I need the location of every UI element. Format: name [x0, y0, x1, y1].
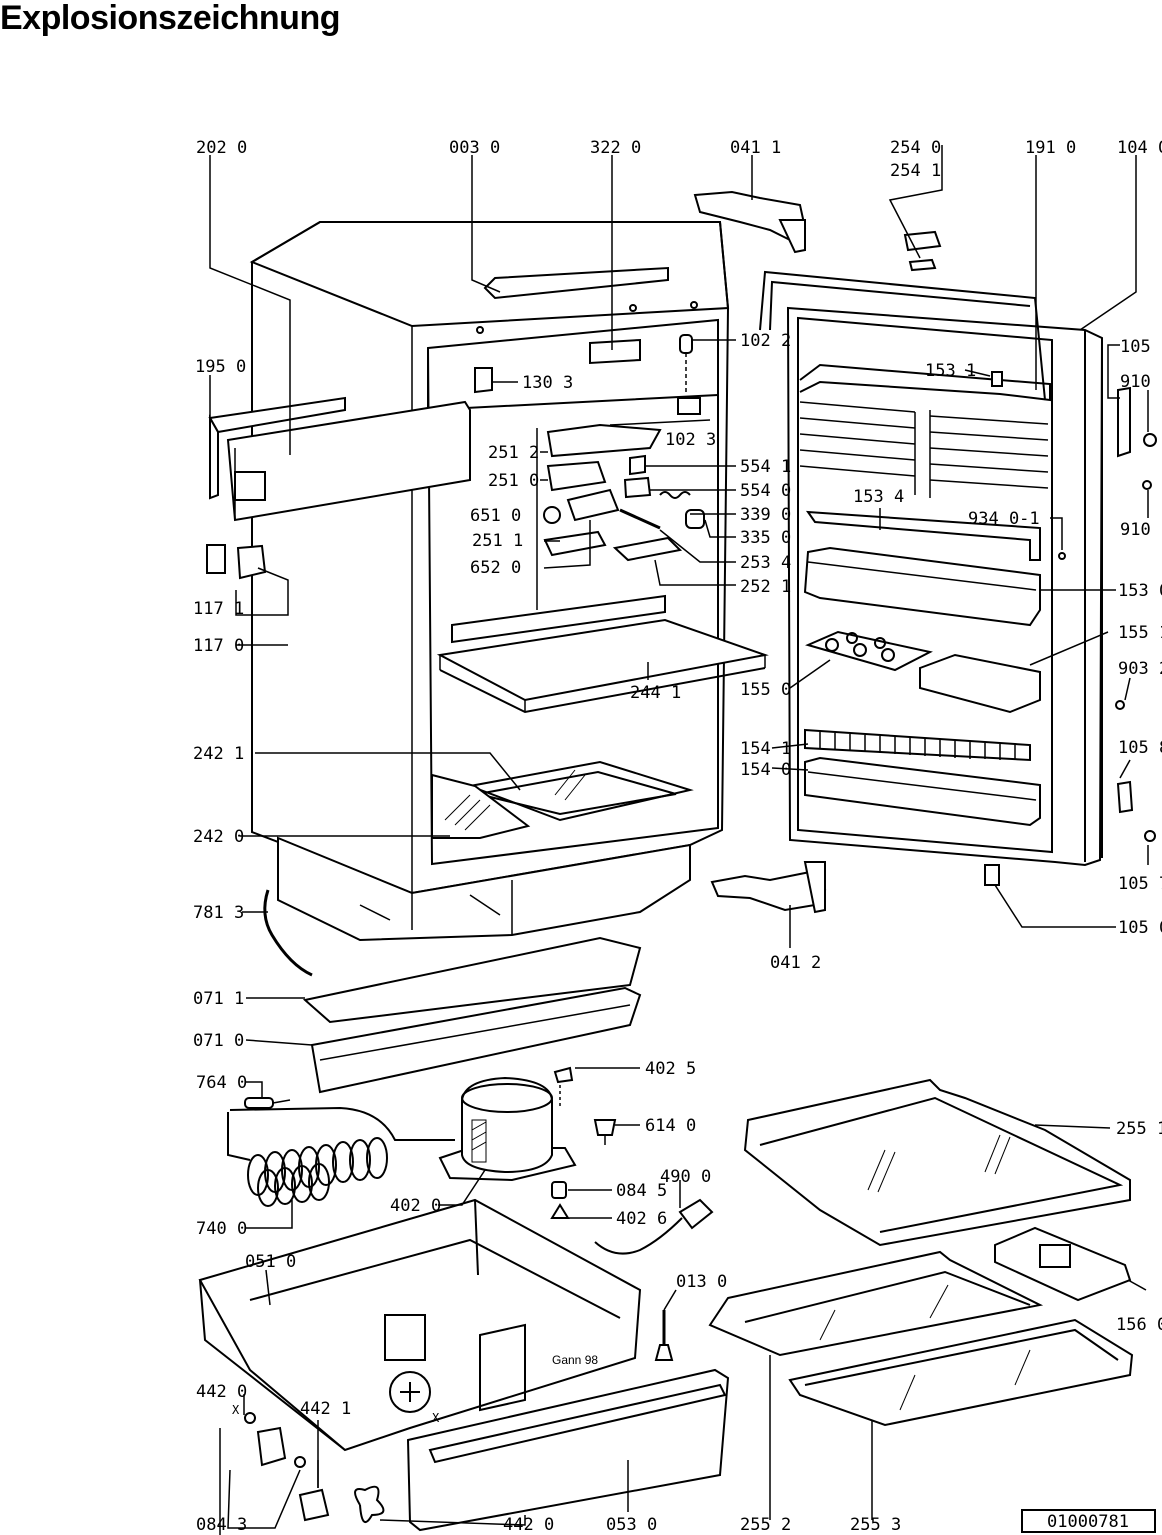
signature-mark: Gann 98 — [552, 1353, 598, 1367]
label-117-0: 117 0 — [193, 636, 244, 656]
part-614-0 — [593, 1119, 617, 1145]
cross-mark-1: X — [232, 1403, 240, 1417]
base-tray-051-0: Gann 98 — [198, 1198, 642, 1452]
label-490-0: 490 0 — [660, 1167, 711, 1187]
label-104-0: 104 0 — [1117, 138, 1162, 158]
label-202-0: 202 0 — [196, 138, 247, 158]
part-402-6 — [550, 1203, 570, 1219]
glass-shelves-255 — [708, 1078, 1134, 1427]
label-105-7: 105 7 — [1118, 874, 1162, 894]
screw-013-0 — [654, 1310, 674, 1361]
document-number-box: 01000781 — [1021, 1509, 1156, 1533]
label-013-0: 013 0 — [676, 1272, 727, 1292]
label-402-5: 402 5 — [645, 1059, 696, 1079]
label-442-0-bottom: 442 0 — [503, 1515, 554, 1535]
rail-071-1 — [302, 936, 642, 1024]
compressor-402-0 — [438, 1076, 577, 1182]
label-244-1: 244 1 — [630, 683, 681, 703]
label-071-1: 071 1 — [193, 989, 244, 1009]
label-130-3: 130 3 — [522, 373, 573, 393]
label-255-2: 255 2 — [740, 1515, 791, 1535]
label-041-1: 041 1 — [730, 138, 781, 158]
label-255-1: 255 1 — [1116, 1119, 1162, 1139]
label-402-0: 402 0 — [390, 1196, 441, 1216]
label-084-5: 084 5 — [616, 1181, 667, 1201]
label-651-0: 651 0 — [470, 506, 521, 526]
label-102-2: 102 2 — [740, 331, 791, 351]
label-652-0: 652 0 — [470, 558, 521, 578]
label-102-3: 102 3 — [665, 430, 716, 450]
hinge-parts-117 — [206, 544, 267, 580]
label-322-0: 322 0 — [590, 138, 641, 158]
label-614-0: 614 0 — [645, 1116, 696, 1136]
label-554-0: 554 0 — [740, 481, 791, 501]
part-labels: 202 0 003 0 322 0 041 1 254 0 254 1 191 … — [193, 138, 1162, 1535]
label-105-9: 105 9 — [1120, 337, 1162, 357]
front-grille-053-0 — [406, 1368, 730, 1532]
label-442-0-left: 442 0 — [196, 1382, 247, 1402]
label-910-0: 910 0 — [1120, 372, 1162, 392]
label-339-0: 339 0 — [740, 505, 791, 525]
label-156-0: 156 0 — [1116, 1315, 1162, 1335]
label-071-0: 071 0 — [193, 1031, 244, 1051]
label-934-0-1: 934 0-1 — [968, 509, 1040, 529]
document-number: 01000781 — [1047, 1512, 1129, 1532]
label-740-0: 740 0 — [196, 1219, 247, 1239]
label-254-1: 254 1 — [890, 161, 941, 181]
glass-shelf-244-1 — [436, 594, 769, 714]
label-335-0: 335 0 — [740, 528, 791, 548]
label-053-0: 053 0 — [606, 1515, 657, 1535]
label-251-0: 251 0 — [488, 471, 539, 491]
label-003-0: 003 0 — [449, 138, 500, 158]
label-402-6: 402 6 — [616, 1209, 667, 1229]
fan-assembly: X X — [232, 1403, 440, 1524]
label-155-0: 155 0 — [740, 680, 791, 700]
label-105-0: 105 0 — [1118, 918, 1162, 938]
condenser-coil-740-0 — [227, 1106, 455, 1207]
label-903-2: 903 2 — [1118, 659, 1162, 679]
label-155-1: 155 1 — [1118, 623, 1162, 643]
label-442-1: 442 1 — [300, 1399, 351, 1419]
label-154-0: 154 0 — [740, 760, 791, 780]
label-251-2: 251 2 — [488, 443, 539, 463]
label-153-0: 153 0 — [1118, 581, 1162, 601]
label-781-3: 781 3 — [193, 903, 244, 923]
clip-402-5 — [553, 1066, 574, 1084]
label-191-0: 191 0 — [1025, 138, 1076, 158]
label-041-2: 041 2 — [770, 953, 821, 973]
label-051-0: 051 0 — [245, 1252, 296, 1272]
drain-tube — [263, 889, 313, 977]
label-195-0: 195 0 — [195, 357, 246, 377]
label-252-1: 252 1 — [740, 577, 791, 597]
label-254-0: 254 0 — [890, 138, 941, 158]
ice-tray-156-0 — [994, 1226, 1132, 1302]
label-253-4: 253 4 — [740, 553, 791, 573]
label-153-1: 153 1 — [925, 361, 976, 381]
part-764-0 — [244, 1097, 291, 1109]
part-084-5 — [551, 1181, 567, 1199]
label-154-1: 154 1 — [740, 739, 791, 759]
power-cord-490-0 — [594, 1198, 714, 1255]
label-153-4: 153 4 — [853, 487, 904, 507]
label-251-1: 251 1 — [472, 531, 523, 551]
front-panel-195-0 — [208, 396, 471, 522]
door-assembly — [693, 190, 1157, 914]
page-title: Explosionszeichnung — [0, 0, 340, 37]
label-242-0: 242 0 — [193, 827, 244, 847]
label-242-1: 242 1 — [193, 744, 244, 764]
label-084-3: 084 3 — [196, 1515, 247, 1535]
crisper-drawers — [431, 760, 694, 839]
label-117-1: 117 1 — [193, 599, 244, 619]
label-105-8: 105 8 — [1118, 738, 1162, 758]
leader-lines — [209, 145, 1149, 1535]
label-764-0: 764 0 — [196, 1073, 247, 1093]
label-255-3: 255 3 — [850, 1515, 901, 1535]
rail-071-0 — [310, 986, 642, 1094]
label-910-1: 910 1 — [1120, 520, 1162, 540]
cross-mark-2: X — [432, 1411, 440, 1425]
label-554-1: 554 1 — [740, 457, 791, 477]
